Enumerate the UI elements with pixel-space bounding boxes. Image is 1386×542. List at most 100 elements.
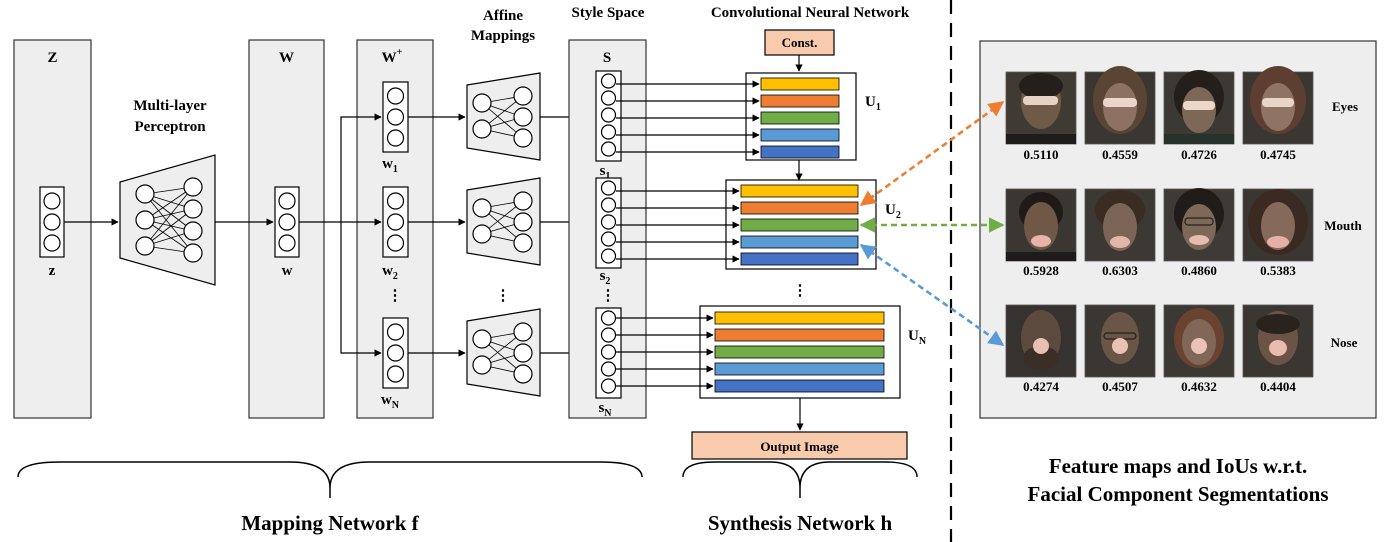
- nose-face-4: [1242, 304, 1314, 378]
- wN-vector: [382, 317, 409, 389]
- mouth-face-4: [1242, 188, 1314, 262]
- uN-layer-1: [714, 311, 885, 325]
- eyes-face-2: [1084, 66, 1156, 145]
- u1-layers: [760, 77, 840, 159]
- mlp-label: Multi-layer: [133, 98, 207, 114]
- w-vector-label: w: [282, 263, 293, 279]
- eyes-face-4: [1242, 66, 1314, 145]
- s2-vector: [595, 177, 622, 269]
- output-image-box: [691, 431, 908, 460]
- s2-label: s2: [600, 268, 611, 287]
- cnn-title: Convolutional Neural Network: [711, 5, 910, 21]
- uN-layer-3: [714, 345, 885, 359]
- uN-layers: [714, 311, 885, 393]
- sN-label: sN: [598, 400, 612, 419]
- affine-mapping-1: [466, 72, 541, 161]
- u2-label: U2: [885, 202, 901, 221]
- iou-nose-4: 0.4404: [1260, 379, 1296, 394]
- w1-vector: [382, 81, 409, 153]
- wplus-vdots: ⋮: [388, 288, 403, 304]
- mlp-network: [119, 154, 216, 286]
- uN-layer-4: [714, 362, 885, 376]
- iou-nose-3: 0.4632: [1181, 379, 1217, 394]
- affine-mapping-N: [466, 308, 541, 397]
- eyes-face-3: [1163, 70, 1235, 145]
- sN-vector: [595, 307, 622, 399]
- affine-vdots: ⋮: [496, 288, 511, 304]
- s1-vector: [595, 70, 622, 162]
- nose-face-3: [1163, 304, 1235, 378]
- mapping-brace: [17, 461, 643, 489]
- iou-mouth-2: 0.6303: [1102, 263, 1138, 278]
- u2-layer-5: [740, 252, 859, 266]
- w-vector: [274, 186, 300, 258]
- s-panel-label: S: [603, 50, 611, 66]
- style-to-layer-arrows: [616, 80, 760, 390]
- mouth-face-2: [1084, 188, 1156, 262]
- mlp-label-2: Perceptron: [134, 119, 206, 135]
- w1-label: w1: [382, 156, 398, 175]
- const-box: [764, 29, 835, 56]
- u1-layer-1: [760, 77, 840, 91]
- output-image-label: Output Image: [760, 439, 839, 454]
- eyes-face-1: [1005, 71, 1077, 145]
- row-label-eyes: Eyes: [1332, 99, 1358, 114]
- u2-layer-1: [740, 184, 859, 198]
- u2-layers: [740, 184, 859, 266]
- u2-layer-4: [740, 235, 859, 249]
- row-label-nose: Nose: [1331, 335, 1358, 350]
- affine-label-2: Mappings: [471, 28, 535, 44]
- wplus-panel-label: W+: [382, 47, 403, 66]
- w-panel-label: W: [279, 50, 294, 66]
- w-panel: [248, 39, 325, 419]
- iou-values: 0.5110 0.4559 0.4726 0.4745 0.5928 0.630…: [1023, 147, 1296, 394]
- feature-caption-line-2: Facial Component Segmentations: [1028, 482, 1329, 506]
- row-label-mouth: Mouth: [1324, 218, 1362, 233]
- synthesis-network-label: Synthesis Network h: [708, 511, 893, 535]
- s-vdots: ⋮: [601, 288, 616, 304]
- u1-layer-2: [760, 94, 840, 108]
- synthesis-dots: ⋮: [793, 283, 808, 299]
- u1-layer-3: [760, 111, 840, 125]
- z-panel-label: Z: [47, 50, 57, 66]
- nose-face-1: [1005, 304, 1077, 378]
- nose-link-arrow: [859, 243, 1005, 347]
- feature-caption-line-1: Feature maps and IoUs w.r.t.: [1049, 454, 1307, 478]
- iou-eyes-4: 0.4745: [1260, 147, 1296, 162]
- w2-vector: [382, 186, 409, 258]
- z-vector-label: z: [49, 263, 56, 279]
- mouth-face-1: [1005, 188, 1077, 262]
- u1-label: U1: [865, 94, 881, 113]
- mouth-face-3: [1163, 188, 1235, 262]
- iou-eyes-3: 0.4726: [1181, 147, 1217, 162]
- u2-layer-2: [740, 201, 859, 215]
- u1-layer-4: [760, 128, 840, 142]
- affine-label: Affine: [483, 8, 523, 24]
- s1-label: s1: [600, 163, 611, 182]
- uN-label: UN: [908, 328, 927, 347]
- affine-arrows: [408, 113, 595, 357]
- nose-face-2: [1084, 304, 1156, 378]
- iou-mouth-4: 0.5383: [1260, 263, 1296, 278]
- w2-label: w2: [382, 263, 398, 282]
- style-space-label: Style Space: [572, 5, 645, 21]
- iou-mouth-3: 0.4860: [1181, 263, 1217, 278]
- iou-mouth-1: 0.5928: [1023, 263, 1059, 278]
- iou-nose-1: 0.4274: [1023, 379, 1059, 394]
- synthesis-brace: [682, 461, 918, 489]
- u2-layer-3: [740, 218, 859, 232]
- uN-layer-5: [714, 379, 885, 393]
- face-grid: [1005, 66, 1314, 378]
- affine-mapping-2: [466, 177, 541, 266]
- z-vector: [39, 186, 65, 258]
- u1-layer-5: [760, 145, 840, 159]
- mapping-arrows: [64, 113, 382, 357]
- uN-layer-2: [714, 328, 885, 342]
- iou-nose-2: 0.4507: [1102, 379, 1138, 394]
- const-label: Const.: [782, 35, 818, 50]
- wN-label: wN: [381, 392, 400, 411]
- iou-eyes-1: 0.5110: [1023, 147, 1058, 162]
- iou-eyes-2: 0.4559: [1102, 147, 1138, 162]
- mapping-network-label: Mapping Network f: [241, 511, 419, 535]
